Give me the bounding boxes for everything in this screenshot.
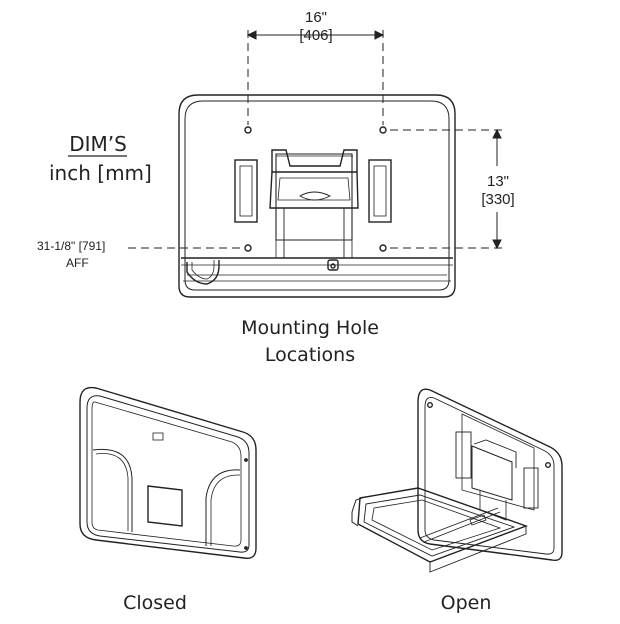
width-dimension-inch: 16"	[304, 9, 327, 26]
front-view-unit	[178, 94, 456, 298]
mounting-caption-line-1: Mounting Hole	[241, 317, 379, 339]
open-caption: Open	[440, 592, 492, 614]
mount-height-reference: AFF	[66, 256, 89, 270]
mounting-caption-line-2: Locations	[264, 344, 356, 366]
mount-height-value: 31-1/8" [791]	[37, 239, 106, 253]
legend-units: inch [mm]	[49, 161, 152, 185]
closed-caption: Closed	[123, 592, 187, 614]
height-dimension-mm: [330]	[481, 191, 515, 208]
width-dimension-mm: [406]	[299, 27, 333, 44]
dimension-lines	[128, 30, 505, 250]
height-dimension-inch: 13"	[486, 173, 509, 190]
closed-view-unit	[79, 386, 257, 559]
open-view-unit	[351, 388, 563, 573]
legend-title: DIM’S	[69, 132, 127, 156]
